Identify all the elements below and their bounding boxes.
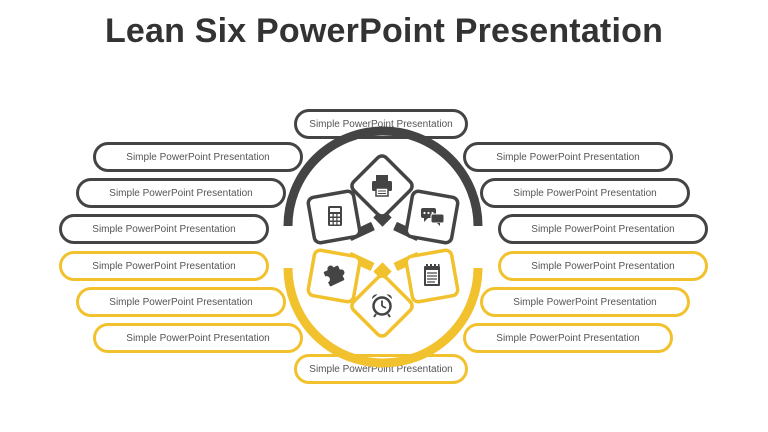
tile-puzzle xyxy=(306,248,362,304)
tile-notepad xyxy=(404,248,460,304)
notepad-icon xyxy=(424,264,440,286)
alarm-clock-icon xyxy=(371,294,393,318)
label-left-1: Simple PowerPoint Presentation xyxy=(93,142,303,172)
label-right-1: Simple PowerPoint Presentation xyxy=(463,142,673,172)
label-left-5: Simple PowerPoint Presentation xyxy=(76,287,286,317)
tile-alarm-clock xyxy=(350,274,414,338)
bottom-arc xyxy=(283,267,483,368)
label-left-3: Simple PowerPoint Presentation xyxy=(59,214,269,244)
label-left-4: Simple PowerPoint Presentation xyxy=(59,251,269,281)
tile-chat xyxy=(404,189,460,245)
label-left-6: Simple PowerPoint Presentation xyxy=(93,323,303,353)
page-title: Lean Six PowerPoint Presentation xyxy=(104,12,664,50)
label-right-4: Simple PowerPoint Presentation xyxy=(498,251,708,281)
label-top: Simple PowerPoint Presentation xyxy=(294,109,468,139)
tile-calculator xyxy=(306,189,362,245)
label-right-5: Simple PowerPoint Presentation xyxy=(480,287,690,317)
chat-icon xyxy=(421,208,445,226)
calculator-icon xyxy=(328,206,342,226)
top-arc xyxy=(283,126,483,227)
label-right-6: Simple PowerPoint Presentation xyxy=(463,323,673,353)
printer-icon xyxy=(372,175,392,197)
label-left-2: Simple PowerPoint Presentation xyxy=(76,178,286,208)
label-right-2: Simple PowerPoint Presentation xyxy=(480,178,690,208)
tile-printer xyxy=(350,154,414,218)
label-right-3: Simple PowerPoint Presentation xyxy=(498,214,708,244)
puzzle-icon xyxy=(323,265,345,287)
